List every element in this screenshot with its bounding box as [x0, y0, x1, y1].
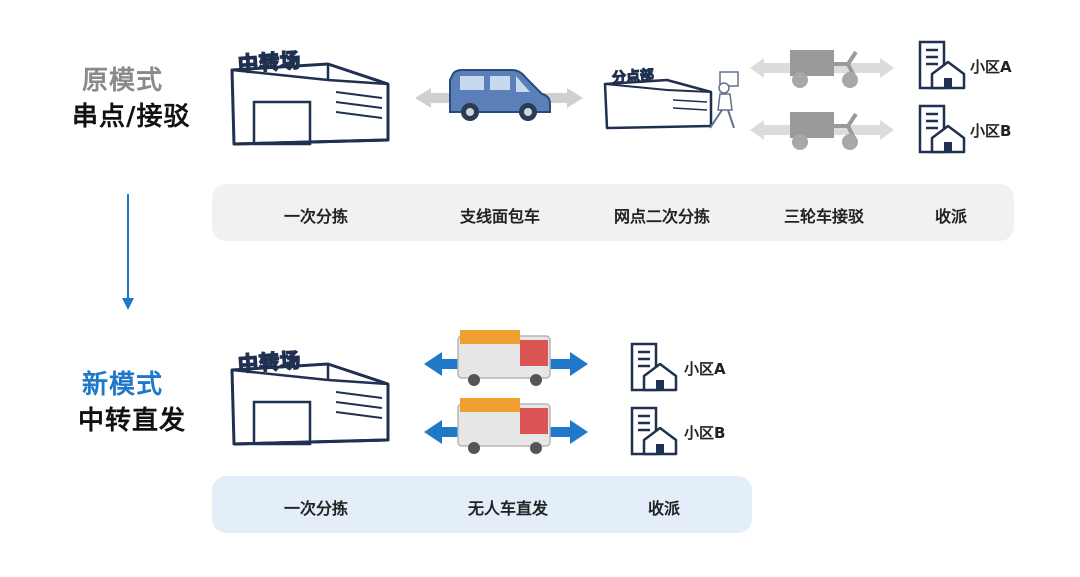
old-stage-label: 收派 [934, 207, 968, 226]
autonomous-vehicle-route-b [424, 396, 588, 460]
community-label-b: 小区B [684, 424, 726, 442]
new-stage-label: 无人车直发 [467, 499, 549, 518]
tricycle-route-b [750, 108, 894, 152]
new-mode-desc: 中转直发 [78, 406, 187, 436]
community-building-icon [628, 406, 678, 458]
old-mode-name: 原模式 [82, 66, 164, 96]
community-label-b: 小区B [970, 122, 1012, 140]
old-stage-label: 一次分拣 [283, 207, 349, 226]
new-mode-name: 新模式 [82, 370, 164, 400]
community-label-a: 小区A [970, 58, 1012, 76]
old-stage-label: 支线面包车 [459, 207, 541, 226]
new-stage-label: 一次分拣 [283, 499, 349, 518]
station-icon [603, 70, 713, 130]
new-stage-bar [212, 476, 752, 533]
old-mode-desc: 串点/接驳 [72, 102, 191, 132]
warehouse-icon [228, 40, 393, 148]
old-stage-bar [212, 184, 1014, 241]
transition-arrow [120, 194, 136, 312]
community-building-icon [916, 40, 966, 92]
autonomous-vehicle-route-a [424, 326, 588, 390]
station-title: 分点部 [611, 67, 655, 87]
warehouse-title: 中转场 [237, 347, 303, 377]
community-building-icon [916, 104, 966, 156]
new-stage-label: 收派 [647, 499, 681, 518]
old-stage-label: 网点二次分拣 [613, 207, 711, 226]
courier-icon [700, 70, 748, 132]
community-building-icon [628, 342, 678, 394]
community-label-a: 小区A [684, 360, 726, 378]
tricycle-route-a [750, 46, 894, 90]
old-stage-label: 三轮车接驳 [783, 207, 865, 226]
warehouse-title: 中转场 [237, 47, 303, 77]
van-icon [446, 66, 554, 124]
warehouse-icon [228, 340, 393, 448]
